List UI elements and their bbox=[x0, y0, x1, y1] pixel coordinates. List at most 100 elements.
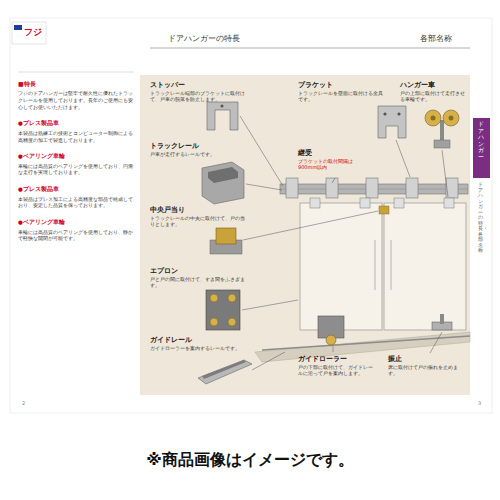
illustration-shape bbox=[310, 198, 320, 208]
illustration-shape bbox=[10, 18, 492, 413]
illustration-shape bbox=[406, 178, 418, 198]
illustration-shape bbox=[434, 140, 450, 148]
illustration-shape bbox=[140, 75, 470, 395]
part-name: ストッパー bbox=[150, 81, 246, 90]
illustration-shape bbox=[255, 332, 470, 362]
illustration-shape bbox=[18, 72, 134, 73]
feature-heading: ■特長 bbox=[18, 80, 134, 88]
image-note: ※商品画像はイメージです。 bbox=[0, 450, 500, 470]
logo-text: フジ bbox=[24, 27, 42, 38]
feature-heading: ●ベアリング車輪 bbox=[18, 219, 134, 226]
part-name: エプロン bbox=[150, 267, 246, 276]
feature-text: 本製品は熟練工の技術とコンピューター制御による高精度の加工で製造しております。 bbox=[18, 130, 134, 144]
illustration-shape bbox=[360, 198, 370, 208]
illustration-shape bbox=[228, 318, 236, 326]
feature-heading: ●ベアリング車輪 bbox=[18, 153, 134, 160]
illustration-shape bbox=[207, 102, 238, 130]
part-name: ガイドローラー bbox=[298, 355, 374, 364]
part-callout: 中央戸当りトラックレールの中央に取付けて、戸の当りとします。 bbox=[148, 205, 248, 230]
door-installation bbox=[255, 178, 470, 362]
illustration-shape bbox=[383, 112, 386, 115]
illustration-shape bbox=[202, 162, 244, 204]
part-name: トラックレール bbox=[150, 142, 246, 151]
illustration-shape bbox=[442, 150, 448, 197]
illustration-shape bbox=[150, 48, 470, 49]
part-name: ハンガー車 bbox=[400, 81, 466, 90]
part-description: トラックレール端部のブラケットに取付けて、戸車の脱落を防止します。 bbox=[150, 90, 246, 103]
part-callout: ガイドレールガイドローラーを案内するレールです。 bbox=[148, 335, 248, 354]
illustration-shape bbox=[216, 228, 236, 244]
part-name: 継受 bbox=[298, 149, 364, 158]
page-heading: ドアハンガーの特長 bbox=[168, 34, 240, 44]
illustration-shape bbox=[300, 203, 382, 330]
part-description: トラックレールの中央に取付けて、戸の当りとします。 bbox=[150, 215, 246, 228]
illustration-shape bbox=[379, 206, 389, 214]
anti-sway-picture bbox=[432, 314, 452, 330]
illustration-shape bbox=[326, 178, 338, 198]
illustration-shape bbox=[208, 167, 238, 183]
illustration-shape bbox=[242, 300, 298, 310]
illustration-shape bbox=[210, 294, 218, 302]
illustration-shape bbox=[14, 25, 22, 30]
feature-text: 本製品はプレス加工による高精度な部品で構成しており、安定した品質を保っております… bbox=[18, 196, 134, 210]
part-name: 中央戸当り bbox=[150, 206, 246, 215]
part-callout: ストッパートラックレール端部のブラケットに取付けて、戸車の脱落を防止します。 bbox=[148, 80, 248, 105]
part-callout: ガイドローラー戸の下部に取付けて、ガイドレールに沿って戸を案内します。 bbox=[296, 354, 376, 379]
part-description: 戸車が走行するレールです。 bbox=[150, 151, 246, 158]
part-description: 戸の下部に取付けて、ガイドレールに沿って戸を案内します。 bbox=[298, 364, 374, 377]
part-callout: トラックレール戸車が走行するレールです。 bbox=[148, 141, 248, 160]
part-name: 振止 bbox=[388, 355, 464, 364]
side-caption: ドアハンガーの特長・各部名称 bbox=[478, 182, 483, 254]
part-callout: 振止床に取付けて戸の振れを止めます。 bbox=[386, 354, 466, 379]
part-description: 戸の上部に取付けて走行させる車輪です。 bbox=[400, 90, 466, 103]
illustration-shape bbox=[394, 198, 404, 208]
center-stop-picture bbox=[210, 228, 242, 254]
part-callout: ハンガー車戸の上部に取付けて走行させる車輪です。 bbox=[398, 80, 468, 105]
feature-heading: ●プレス製品車 bbox=[18, 186, 134, 193]
feature-column: ■特長フジのドアハンガーは堅牢で耐久性に優れたトラックレールを使用しております。… bbox=[18, 80, 134, 242]
illustration-shape bbox=[206, 290, 240, 330]
illustration-shape bbox=[240, 116, 283, 186]
illustration-shape bbox=[243, 211, 378, 240]
part-description: ブラケットの取付間隔は900mm以内 bbox=[298, 158, 364, 171]
illustration-shape bbox=[378, 106, 406, 138]
illustration-shape bbox=[332, 178, 335, 183]
apron-picture bbox=[206, 290, 240, 330]
illustration-shape bbox=[431, 116, 436, 121]
illustration-shape bbox=[286, 178, 298, 198]
part-description: 戸と戸の間に取付けて、すき間をふさぎます。 bbox=[150, 276, 246, 289]
part-name: ブラケット bbox=[298, 81, 384, 90]
leader-lines bbox=[240, 116, 448, 370]
illustration-shape bbox=[443, 110, 459, 126]
illustration-shape bbox=[366, 178, 378, 198]
part-callout: 継受ブラケットの取付間隔は900mm以内 bbox=[296, 148, 366, 173]
stopper-picture bbox=[207, 102, 238, 130]
illustration-shape bbox=[252, 352, 285, 370]
track-rail-picture bbox=[202, 162, 244, 204]
guide-rail-picture bbox=[198, 360, 252, 384]
illustration-shape bbox=[375, 240, 376, 290]
page-number: 3 bbox=[478, 400, 481, 406]
illustration-shape bbox=[246, 184, 282, 190]
section-heading: 各部名称 bbox=[420, 34, 452, 44]
part-description: トラックレールを壁面に取付ける金具です。 bbox=[298, 90, 384, 103]
illustration-shape bbox=[333, 346, 334, 352]
part-name: ガイドレール bbox=[150, 336, 246, 345]
illustration-shape bbox=[202, 360, 246, 379]
illustration-shape bbox=[444, 198, 454, 208]
illustration-shape bbox=[391, 240, 392, 290]
feature-text: 車輪には高品質のベアリングを使用しており、円滑な走行を実現しております。 bbox=[18, 163, 134, 177]
illustration-shape bbox=[440, 314, 444, 324]
illustration-shape bbox=[449, 116, 454, 121]
illustration-shape bbox=[425, 110, 441, 126]
illustration-shape bbox=[228, 294, 236, 302]
page-number: 2 bbox=[22, 400, 25, 406]
part-callout: エプロン戸と戸の間に取付けて、すき間をふさぎます。 bbox=[148, 266, 248, 291]
illustration-shape bbox=[430, 332, 442, 353]
feature-text: フジのドアハンガーは堅牢で耐久性に優れたトラックレールを使用しております。長年の… bbox=[18, 90, 134, 110]
illustration-shape bbox=[12, 22, 46, 44]
illustration-shape bbox=[326, 335, 336, 345]
bracket-picture bbox=[378, 106, 406, 138]
